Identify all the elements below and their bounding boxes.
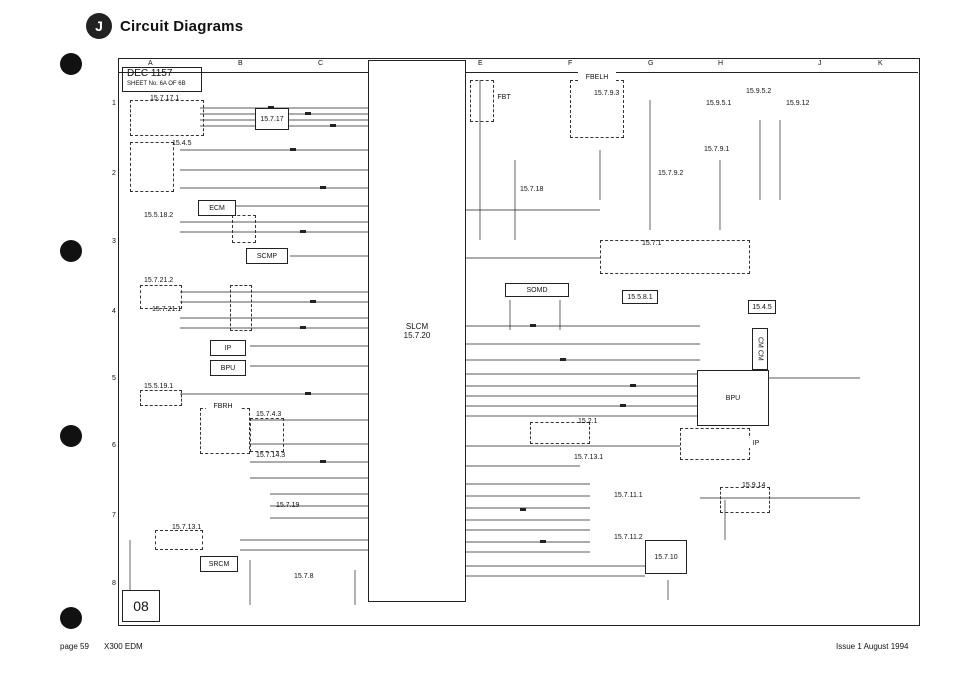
bpu-module: BPU: [210, 360, 246, 376]
binder-hole-icon: [60, 240, 82, 262]
component-group: [250, 418, 284, 452]
ref-label: 15.7.13.1: [574, 454, 604, 461]
component-group: [470, 80, 494, 122]
ref-label: 15.7.4.3: [256, 411, 282, 418]
row-label: 5: [112, 375, 116, 382]
somd-module: SOMD: [505, 283, 569, 297]
component-group: [720, 487, 770, 513]
dec-number: DEC 1157: [127, 68, 173, 79]
scmp-module: SCMP: [246, 248, 288, 264]
component-group: [230, 285, 252, 331]
col-label: B: [238, 60, 243, 67]
srcm-module: SRCM: [200, 556, 238, 572]
bpu-right-module: BPU: [697, 370, 769, 426]
fbrh-label: FBRH: [206, 402, 240, 410]
ref-box: 15.7.10: [645, 540, 687, 574]
component-group: [530, 422, 590, 444]
binder-hole-icon: [60, 425, 82, 447]
ref-box: 15.7.17: [255, 108, 289, 130]
ref-label: 15.5.18.2: [144, 212, 174, 219]
ref-label: 15.7.11.1: [614, 492, 643, 499]
page-number: page 59: [60, 642, 89, 651]
binder-hole-icon: [60, 607, 82, 629]
ref-box: 15.5.8.1: [622, 290, 658, 304]
row-label: 6: [112, 442, 116, 449]
component-group: [130, 142, 174, 192]
ref-label: 15.7.1: [642, 240, 662, 247]
drawing-number: 08: [122, 590, 160, 622]
sheet-number: SHEET No. 6A OF 6B: [127, 81, 186, 87]
col-label: G: [648, 60, 654, 67]
row-label: 7: [112, 512, 116, 519]
jaguar-logo-icon: J: [86, 13, 112, 39]
ref-label: 15.9.14: [742, 482, 766, 489]
ref-label: 15.7.13.1: [172, 524, 202, 531]
row-label: 8: [112, 580, 116, 587]
slcm-module: SLCM 15.7.20: [368, 60, 466, 602]
ref-label: 15.5.19.1: [144, 383, 174, 390]
col-label: J: [818, 60, 822, 67]
ref-label: 15.9.12: [786, 100, 810, 107]
fbt-label: FBT: [494, 92, 514, 102]
ref-label: 15.7.9.3: [594, 90, 620, 97]
col-label: E: [478, 60, 483, 67]
page-title: Circuit Diagrams: [120, 17, 244, 35]
title-block: DEC 1157 SHEET No. 6A OF 6B: [122, 67, 202, 92]
issue-date: Issue 1 August 1994: [836, 642, 909, 651]
ref-label: 15.7.21.2: [144, 277, 174, 284]
col-label: C: [318, 60, 324, 67]
binder-hole-icon: [60, 53, 82, 75]
component-group: [600, 240, 750, 274]
ref-label: 15.9.5.2: [746, 88, 772, 95]
component-group: [155, 530, 203, 550]
component-group: [200, 408, 250, 454]
row-label: 1: [112, 100, 116, 107]
row-label: 3: [112, 238, 116, 245]
row-label: 2: [112, 170, 116, 177]
col-label: A: [148, 60, 153, 67]
ref-label: 15.7.9.1: [704, 146, 730, 153]
ref-label: 15.7.21.1: [152, 306, 182, 313]
ref-box: 15.4.5: [748, 300, 776, 314]
component-group: [570, 80, 624, 138]
ref-label: 15.7.18: [520, 186, 544, 193]
slcm-label: SLCM: [405, 322, 429, 331]
ecm-module: ECM: [198, 200, 236, 216]
component-group: [140, 285, 182, 309]
slcm-ref: 15.7.20: [403, 331, 431, 340]
document-name: X300 EDM: [104, 642, 143, 651]
ref-label: 15.7.8: [294, 573, 314, 580]
ref-label: 15.7.14.3: [256, 452, 286, 459]
ref-label: 15.7.17.1: [150, 95, 180, 102]
col-label: F: [568, 60, 573, 67]
component-group: [130, 100, 204, 136]
ref-label: 15.4.5: [172, 140, 192, 147]
component-group: [140, 390, 182, 406]
ref-label: 15.7.11.2: [614, 534, 643, 541]
ref-label: 15.7.9.2: [658, 170, 684, 177]
component-group: [232, 215, 256, 243]
ip-right-label: IP: [748, 438, 764, 448]
col-label: K: [878, 60, 883, 67]
header: J Circuit Diagrams: [86, 12, 243, 40]
component-group: [680, 428, 750, 460]
ref-label: 15.9.5.1: [706, 100, 732, 107]
ref-label: 15.2.1: [578, 418, 598, 425]
ref-label: 15.7.19: [276, 502, 300, 509]
col-label: H: [718, 60, 724, 67]
ip-module: IP: [210, 340, 246, 356]
cm-module: CM CM: [752, 328, 768, 370]
diagram-frame: [118, 58, 920, 626]
row-label: 4: [112, 308, 116, 315]
fbelh-label: FBELH: [578, 72, 616, 82]
